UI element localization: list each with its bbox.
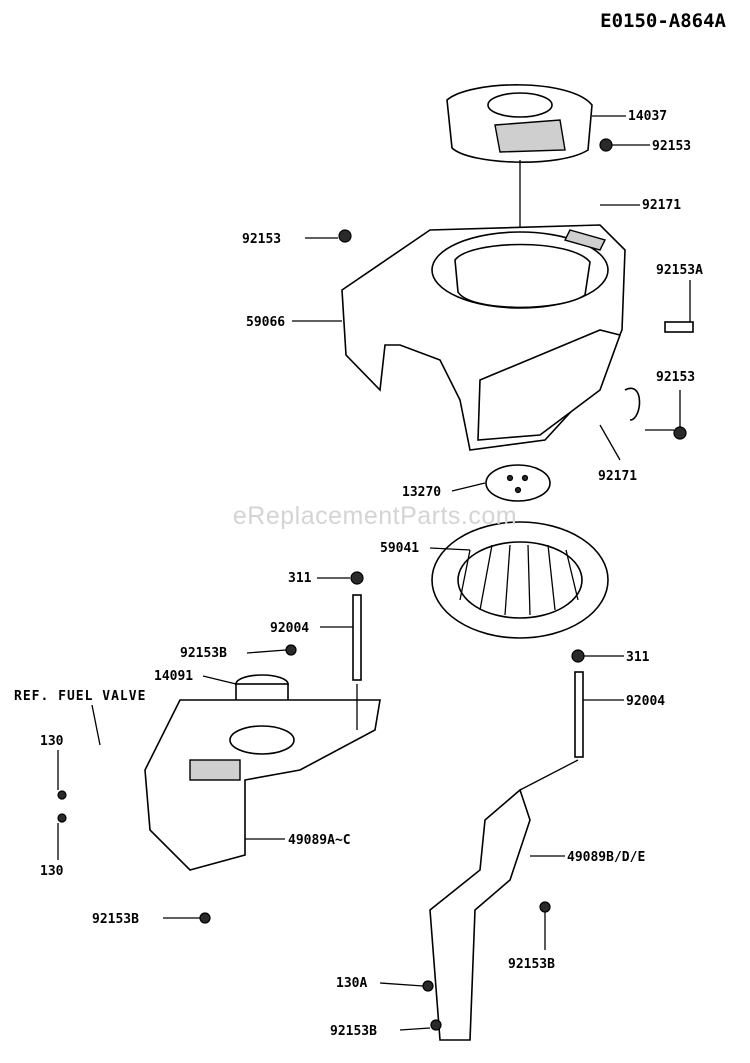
label-130A: 130A xyxy=(336,976,367,991)
leader-lines xyxy=(57,115,691,1031)
label-92153-top: 92153 xyxy=(652,139,691,154)
label-92153A: 92153A xyxy=(656,263,703,278)
part-59041-fan xyxy=(431,521,609,639)
hardware-bolts xyxy=(57,138,694,1031)
label-13270: 13270 xyxy=(402,485,441,500)
label-92004-left: 92004 xyxy=(270,621,309,636)
part-49089A-C-shroud xyxy=(144,699,381,871)
part-59066-blower-housing xyxy=(341,224,626,451)
label-49089B-D-E: 49089B/D/E xyxy=(567,850,645,865)
label-59066: 59066 xyxy=(246,315,285,330)
diagram-id: E0150-A864A xyxy=(600,10,726,32)
label-14037: 14037 xyxy=(628,109,667,124)
label-14091: 14091 xyxy=(154,669,193,684)
label-92004-right: 92004 xyxy=(626,694,665,709)
label-92153-left: 92153 xyxy=(242,232,281,247)
part-49089B-D-E-shroud xyxy=(429,788,531,1041)
label-92153B-right: 92153B xyxy=(508,957,555,972)
label-311-right: 311 xyxy=(626,650,650,665)
label-92153B-left: 92153B xyxy=(92,912,139,927)
label-311-left: 311 xyxy=(288,571,312,586)
watermark: eReplacementParts.com xyxy=(232,502,518,530)
label-92171-top: 92171 xyxy=(642,198,681,213)
label-130-top: 130 xyxy=(40,734,64,749)
part-14037-screen xyxy=(446,84,593,270)
label-49089A-C: 49089A~C xyxy=(288,833,351,848)
label-92153-right: 92153 xyxy=(656,370,695,385)
part-13270-plate xyxy=(485,464,551,502)
label-92171-right: 92171 xyxy=(598,469,637,484)
label-130-bottom: 130 xyxy=(40,864,64,879)
part-92004-stud-right xyxy=(571,649,585,758)
label-59041: 59041 xyxy=(380,541,419,556)
label-ref-fuel-valve: REF. FUEL VALVE xyxy=(14,689,146,704)
label-92153B-top: 92153B xyxy=(180,646,227,661)
label-92153B-bottom: 92153B xyxy=(330,1024,377,1039)
part-92004-stud-left xyxy=(350,571,364,681)
